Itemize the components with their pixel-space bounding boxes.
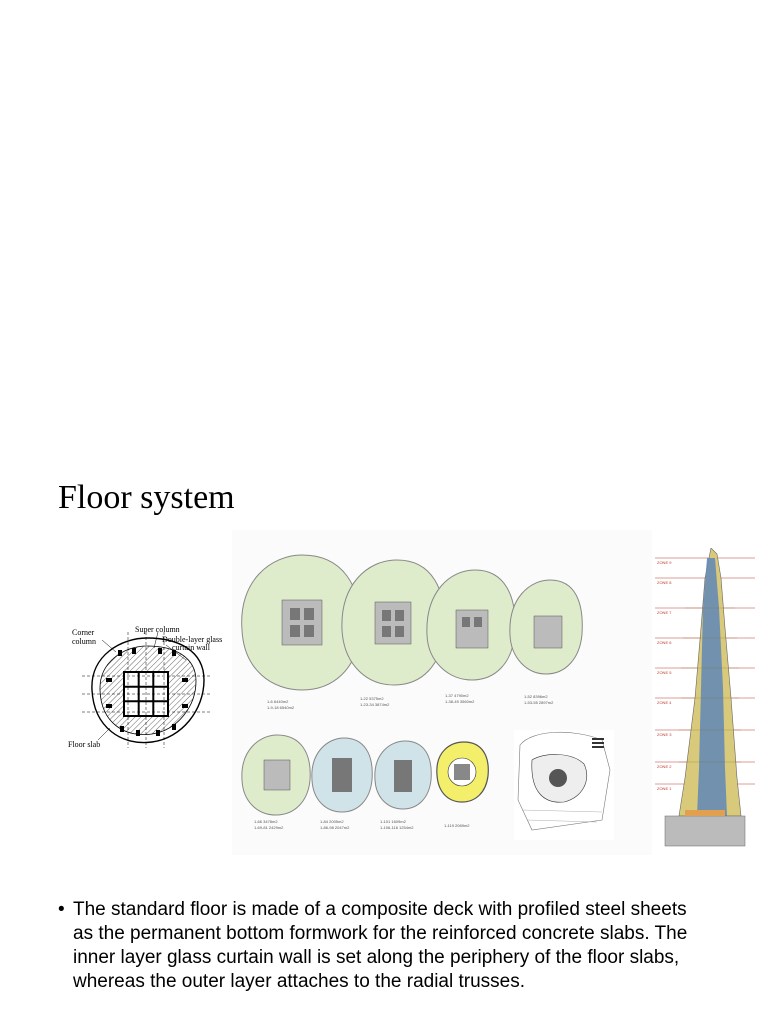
floor-plan-2 (341, 559, 445, 686)
svg-text:1-69-81 2429m2: 1-69-81 2429m2 (254, 825, 284, 830)
label-super-column: Super column (135, 625, 180, 634)
svg-text:ZONE 5: ZONE 5 (657, 670, 672, 675)
svg-text:1-9-18 6540m2: 1-9-18 6540m2 (267, 705, 295, 710)
svg-text:ZONE 2: ZONE 2 (657, 764, 672, 769)
svg-text:1-23-34 3874m2: 1-23-34 3874m2 (360, 702, 390, 707)
label-floor-slab: Floor slab (68, 740, 100, 749)
floor-plan-3 (426, 569, 516, 681)
svg-text:1-6 6440m2: 1-6 6440m2 (267, 699, 289, 704)
svg-text:ZONE 8: ZONE 8 (657, 580, 672, 585)
svg-text:ZONE 9: ZONE 9 (657, 560, 672, 565)
svg-text:ZONE 4: ZONE 4 (657, 700, 672, 705)
svg-text:ZONE 3: ZONE 3 (657, 732, 672, 737)
bullet-list: The standard floor is made of a composit… (58, 898, 708, 994)
floor-plan-4 (509, 579, 583, 675)
svg-text:1-119 2089m2: 1-119 2089m2 (444, 823, 470, 828)
svg-text:ZONE 6: ZONE 6 (657, 640, 672, 645)
svg-text:1-84 2005m2: 1-84 2005m2 (320, 819, 344, 824)
floor-plan-8 (436, 741, 489, 803)
floor-plan-1 (241, 554, 361, 691)
svg-text:ZONE 1: ZONE 1 (657, 786, 672, 791)
floor-slab-plan-diagram: Corner column Super column Double-layer … (68, 625, 222, 749)
svg-text:1-53-55 2897m2: 1-53-55 2897m2 (524, 700, 554, 705)
label-double-layer-glass: Double-layer glass (162, 635, 222, 644)
svg-text:ZONE 7: ZONE 7 (657, 610, 672, 615)
floor-plan-7 (374, 740, 432, 810)
label-curtain-wall: curtain wall (172, 643, 211, 652)
svg-text:1-66 3478m2: 1-66 3478m2 (254, 819, 278, 824)
svg-text:1-22 5375m2: 1-22 5375m2 (360, 696, 384, 701)
label-corner: Corner (72, 628, 95, 637)
floor-plan-6 (311, 737, 373, 813)
bullet-item: The standard floor is made of a composit… (58, 898, 708, 994)
svg-text:1-86-98 2047m2: 1-86-98 2047m2 (320, 825, 350, 830)
label-column: column (72, 637, 96, 646)
svg-text:1-37 4790m2: 1-37 4790m2 (445, 693, 469, 698)
site-plan (514, 730, 614, 840)
svg-text:1-38-49 3560m2: 1-38-49 3560m2 (445, 699, 475, 704)
tower-elevation-image: ZONE 9 ZONE 8 ZONE 7 ZONE 6 ZONE 5 ZONE 4 Z… (655, 548, 755, 848)
svg-text:1-52 8396m2: 1-52 8396m2 (524, 694, 548, 699)
svg-text:1-106-116 1254m2: 1-106-116 1254m2 (380, 825, 414, 830)
svg-text:1-101 1609m2: 1-101 1609m2 (380, 819, 407, 824)
slide-title: Floor system (58, 479, 235, 516)
floor-plan-5 (241, 734, 311, 816)
